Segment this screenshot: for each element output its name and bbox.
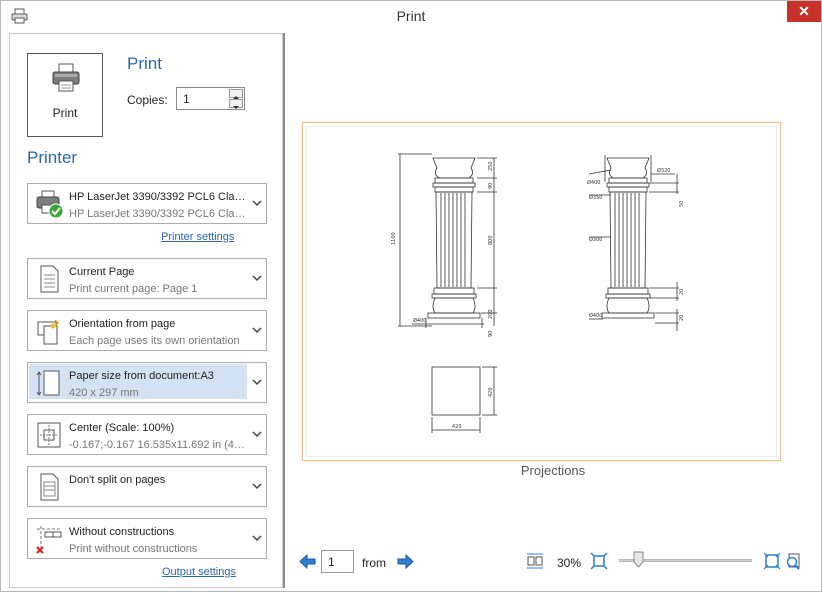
copies-decrement-button[interactable] [229, 99, 243, 109]
print-preview: 1100 250 90 800 90 Ø400 200 420 420 Ø400… [285, 33, 821, 588]
dim-right-d350: Ø350 [589, 194, 602, 201]
preview-sheet: 1100 250 90 800 90 Ø400 200 420 420 Ø400… [302, 122, 781, 461]
printer-icon [52, 63, 80, 92]
print-button[interactable]: Print [27, 53, 103, 137]
printer-heading: Printer [27, 148, 78, 167]
chevron-down-icon [252, 431, 262, 438]
split-pages-select[interactable]: Don't split on pages [27, 466, 267, 507]
paper-size-label: Paper size from document:A3 [69, 370, 214, 382]
panel-splitter[interactable] [283, 33, 285, 588]
dim-left-dia: Ø400 [413, 317, 426, 324]
dim-right-h3: 20 [679, 315, 685, 321]
chevron-down-icon [252, 327, 262, 334]
split-pages-icon [40, 473, 59, 501]
window-title: Print [396, 8, 426, 24]
output-settings-link[interactable]: Output settings [162, 566, 236, 578]
dim-left-shaft: 800 [488, 235, 494, 245]
preview-toolbar: 1 from 30% [285, 549, 821, 575]
dim-left-cap: 200 [488, 309, 494, 319]
page-icon [40, 265, 59, 293]
selection-highlight [29, 364, 247, 399]
dim-right-d400b: Ø400 [589, 312, 602, 319]
printer-select[interactable]: HP LaserJet 3390/3392 PCL6 Class Driver … [27, 183, 267, 224]
constructions-select[interactable]: Without constructions Print without cons… [27, 518, 267, 559]
printer-check-icon [36, 190, 63, 219]
copies-label: Copies: [127, 93, 168, 107]
arrow-left-icon[interactable] [299, 554, 316, 569]
page-range-label: Current Page [69, 266, 135, 278]
printer-icon [11, 8, 28, 24]
chevron-down-icon [252, 483, 262, 490]
chevron-down-icon [233, 106, 239, 109]
from-label: from [362, 556, 386, 570]
title-bar: Print ✕ [1, 1, 821, 32]
settings-panel: Print Print Copies: 1 Printer HP LaserJe… [9, 33, 283, 588]
constructions-icon [36, 526, 62, 554]
constructions-sub: Print without constructions [69, 543, 198, 555]
dim-right-d320: Ø320 [657, 167, 670, 174]
copies-increment-button[interactable] [229, 89, 243, 99]
page-number-input[interactable]: 1 [321, 550, 354, 573]
chevron-down-icon [252, 535, 262, 542]
dim-left-collar: 90 [488, 183, 494, 189]
zoom-slider[interactable] [619, 559, 752, 562]
dim-left-top: 250 [488, 161, 494, 171]
chevron-down-icon [252, 379, 262, 386]
orientation-select[interactable]: Orientation from page Each page uses its… [27, 310, 267, 351]
printer-settings-link[interactable]: Printer settings [161, 231, 235, 243]
dim-square-w: 420 [452, 424, 462, 430]
center-icon [37, 422, 61, 448]
dim-left-height: 1100 [391, 232, 397, 245]
technical-drawing: 1100 250 90 800 90 Ø400 200 420 420 Ø400… [391, 153, 685, 433]
dim-right-h1: 50 [679, 201, 685, 207]
orientation-label: Orientation from page [69, 318, 176, 330]
position-select[interactable]: Center (Scale: 100%) -0.167;-0.167 16.53… [27, 414, 267, 455]
zoom-level: 30% [557, 556, 582, 570]
print-heading: Print [127, 54, 162, 73]
copies-value[interactable]: 1 [183, 92, 190, 106]
print-button-label: Print [52, 106, 78, 120]
position-label: Center (Scale: 100%) [69, 422, 175, 434]
printer-driver: HP LaserJet 3390/3392 PCL6 Class Driver [69, 208, 247, 220]
page-range-select[interactable]: Current Page Print current page: Page 1 [27, 258, 267, 299]
zoom-slider-thumb[interactable] [633, 551, 644, 568]
paper-size-select[interactable]: Paper size from document:A3 420 x 297 mm [27, 362, 267, 403]
chevron-down-icon [252, 275, 262, 282]
dim-square-h: 420 [488, 387, 494, 397]
dim-right-d300: Ø300 [589, 236, 602, 243]
arrow-right-icon[interactable] [397, 554, 414, 569]
zoom-in-icon[interactable] [784, 552, 802, 570]
dim-right-h2: 20 [679, 289, 685, 295]
orientation-sub: Each page uses its own orientation [69, 335, 240, 347]
constructions-label: Without constructions [69, 526, 175, 538]
position-sub: -0.167;-0.167 16.535x11.692 in (420x297 … [69, 439, 247, 451]
chevron-up-icon [233, 96, 239, 99]
dim-left-base: 90 [488, 331, 494, 337]
close-button[interactable]: ✕ [787, 1, 821, 22]
zoom-out-fit-icon[interactable] [590, 552, 608, 570]
page-number-value[interactable]: 1 [328, 555, 335, 569]
dim-right-d400: Ø400 [587, 179, 600, 186]
fit-page-icon[interactable] [763, 552, 781, 570]
sheet-name: Projections [520, 463, 586, 478]
orientation-icon [37, 319, 60, 345]
printer-name: HP LaserJet 3390/3392 PCL6 Class Driver [69, 191, 247, 203]
page-range-sub: Print current page: Page 1 [69, 283, 198, 295]
paper-size-icon [36, 370, 60, 396]
fit-pages-icon[interactable] [526, 552, 544, 570]
split-pages-label: Don't split on pages [69, 474, 166, 486]
paper-size-sub: 420 x 297 mm [69, 387, 139, 399]
copies-stepper[interactable]: 1 [176, 87, 245, 110]
chevron-down-icon [252, 200, 262, 207]
